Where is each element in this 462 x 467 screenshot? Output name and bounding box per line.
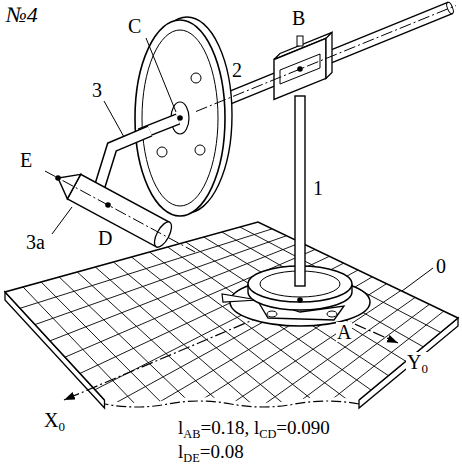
- text-run: =0.18, l: [200, 417, 259, 438]
- text-run: l: [178, 417, 183, 438]
- text-run: =0.090: [276, 417, 329, 438]
- leader-line: [52, 207, 72, 234]
- grid-line: [185, 304, 429, 467]
- figure-number: №4: [6, 4, 38, 26]
- text-run: E: [20, 149, 32, 171]
- text-run: B: [292, 7, 305, 29]
- text-run: 0: [436, 255, 446, 277]
- column-link: [295, 96, 305, 286]
- part-number: 2: [232, 60, 242, 80]
- wheel-rim: [142, 30, 218, 206]
- cylinder-end: [151, 219, 175, 249]
- grid-line: [222, 232, 423, 347]
- plate-grid: [20, 227, 444, 467]
- point-label: A: [336, 322, 352, 342]
- text-run: A: [337, 321, 351, 343]
- joint-point: [177, 115, 183, 121]
- leader-line: [146, 38, 176, 112]
- axis-line: [196, 6, 456, 112]
- text-run: X: [44, 409, 58, 431]
- slider-window: [280, 54, 320, 84]
- part-number: 3: [92, 80, 102, 100]
- grid-line: [168, 247, 372, 390]
- crank-body: [98, 131, 150, 192]
- grid-line: [200, 311, 444, 467]
- slider-side: [326, 32, 332, 78]
- bolt: [267, 311, 277, 317]
- part-number: 3a: [26, 232, 45, 252]
- wheel-bolt: [195, 145, 205, 155]
- plate-edge: [5, 222, 458, 400]
- text-run: D: [98, 227, 112, 249]
- joint-point: [297, 297, 303, 303]
- dimension-text: lAB=0.18, lCD=0.090: [178, 418, 330, 440]
- dimension-text: lDE=0.08: [178, 442, 244, 464]
- slider-screw: [297, 36, 303, 46]
- text-run: Y: [407, 351, 421, 373]
- axis-label: Y0: [406, 352, 429, 375]
- text-run: l: [178, 441, 183, 462]
- axis-line: [45, 171, 195, 252]
- point-label: E: [20, 150, 32, 170]
- leader-line: [104, 101, 124, 137]
- subscript: 0: [421, 361, 428, 376]
- slider-block: [274, 38, 326, 99]
- text-run: C: [128, 15, 141, 37]
- joint-point: [55, 175, 61, 181]
- text-run: =0.08: [200, 441, 244, 462]
- text-run: 1: [313, 177, 323, 199]
- joint-point: [297, 66, 303, 72]
- point-label: D: [98, 228, 112, 248]
- subscript: DE: [183, 451, 199, 465]
- grid-line: [186, 242, 389, 376]
- point-label: B: [292, 8, 305, 28]
- grid-line: [155, 291, 401, 455]
- axis-label: X0: [44, 410, 65, 433]
- grid-line: [41, 282, 250, 467]
- text-run: 3: [92, 79, 102, 101]
- cylinder-tip: [58, 174, 81, 199]
- text-run: №4: [6, 2, 38, 27]
- subscript: CD: [259, 427, 276, 441]
- text-run: 3a: [26, 231, 45, 253]
- grid-line: [23, 287, 232, 467]
- leader-line: [402, 268, 433, 291]
- part-number: 0: [436, 256, 446, 276]
- wheel-disc: [135, 20, 225, 216]
- wheel-bolt: [191, 73, 201, 83]
- rod-end: [445, 2, 454, 15]
- text-run: 2: [232, 59, 242, 81]
- subscript: AB: [183, 427, 200, 441]
- plate-top: [5, 222, 458, 403]
- part-number: 1: [313, 178, 323, 198]
- point-label: C: [128, 16, 141, 36]
- crank-outline: [98, 131, 150, 192]
- joint-point: [105, 202, 111, 208]
- subscript: 0: [58, 419, 65, 434]
- bolt: [327, 311, 337, 317]
- break-line: [105, 401, 360, 407]
- wheel-bolt: [157, 147, 167, 157]
